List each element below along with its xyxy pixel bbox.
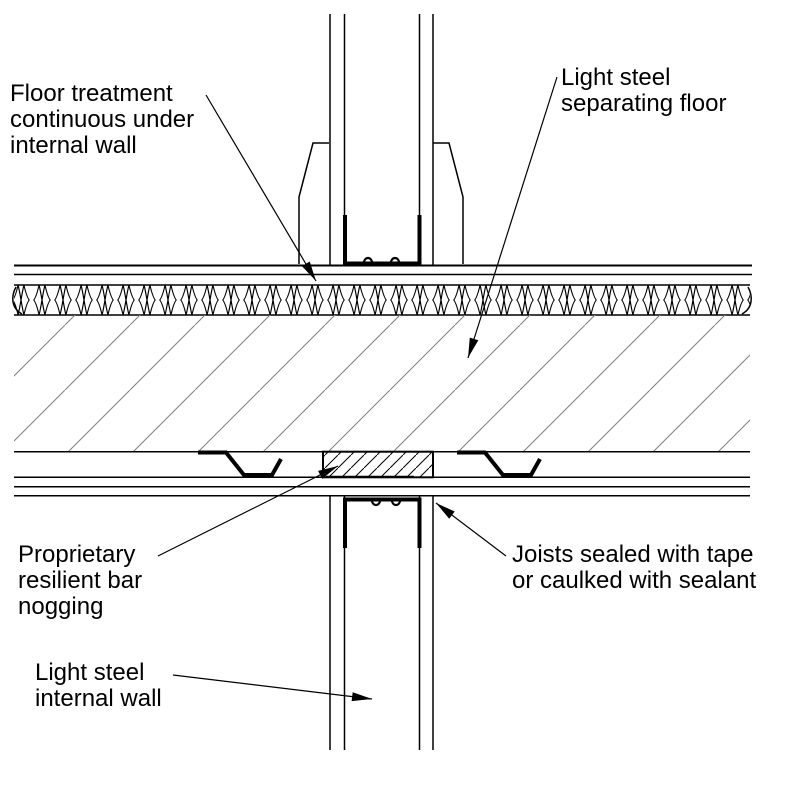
- joist-zone: [14, 315, 750, 452]
- arrowhead-icon: [351, 692, 372, 702]
- leader-internal-wall: [172, 674, 373, 702]
- arrowhead-icon: [468, 337, 479, 358]
- label-resilient-bar-nogging: Proprietary resilient bar nogging: [18, 541, 143, 620]
- label-joists-sealed: Joists sealed with tape or caulked with …: [512, 541, 757, 594]
- label-internal-wall: Light steel internal wall: [35, 659, 162, 712]
- top-internal-wall: [298, 14, 464, 266]
- nogging-block: [322, 450, 434, 479]
- leader-floor-treatment: [205, 94, 317, 282]
- arrowhead-icon: [436, 503, 455, 519]
- bottom-wall-track: [343, 497, 422, 548]
- resilient-bar-right: [457, 450, 542, 477]
- resilient-bar-left: [198, 450, 283, 477]
- leader-joists-sealed: [435, 502, 507, 557]
- fixing-bump: [362, 256, 374, 263]
- arrowhead-icon: [318, 466, 338, 479]
- fixing-bump: [370, 500, 382, 507]
- leader-resilient-bar-nogging: [157, 465, 339, 557]
- top-wall-track: [343, 215, 422, 266]
- fixing-bump: [390, 500, 402, 507]
- leader-separating-floor: [467, 76, 558, 359]
- skirting-right: [433, 142, 464, 264]
- skirting-left: [298, 142, 329, 264]
- insulation-layer: [12, 284, 752, 316]
- arrowhead-icon: [301, 261, 316, 281]
- fixing-bump: [389, 256, 401, 263]
- bottom-internal-wall: [329, 495, 434, 750]
- label-floor-treatment: Floor treatment continuous under interna…: [10, 80, 195, 159]
- floor-deck: [14, 264, 752, 276]
- label-separating-floor: Light steel separating floor: [561, 64, 727, 117]
